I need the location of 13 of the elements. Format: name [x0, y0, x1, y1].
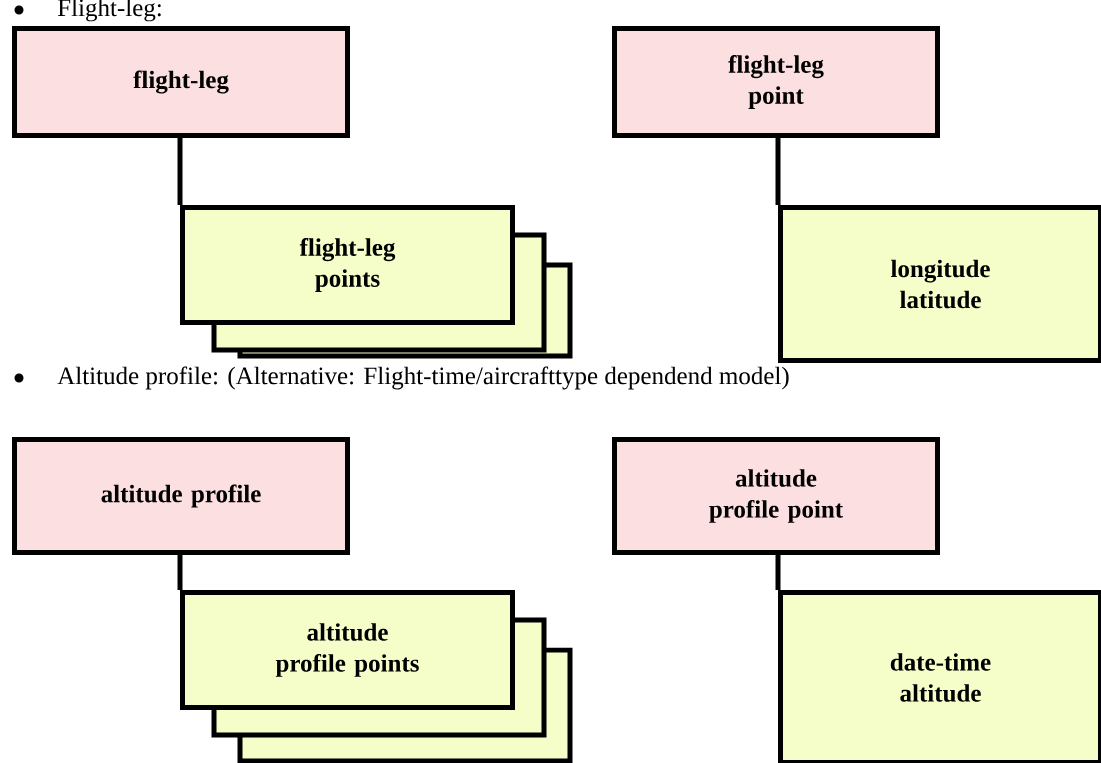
- connector-line: [177, 555, 183, 590]
- entity-box: altitude profile point: [612, 437, 940, 555]
- entity-box: flight-leg: [12, 26, 350, 138]
- entity-box: altitude profile: [12, 437, 350, 555]
- stacked-box: altitude profile points: [180, 590, 573, 763]
- bullet-text: Altitude profile: (Alternative: Flight-time/aircrafttype dependend model): [57, 366, 789, 390]
- attribute-box: longitude latitude: [778, 205, 1101, 363]
- connector-line: [775, 138, 781, 205]
- stacked-box: flight-leg points: [180, 205, 573, 359]
- connector-line: [775, 555, 781, 590]
- connector-line: [177, 138, 183, 205]
- entity-box: flight-leg point: [612, 26, 940, 138]
- attribute-box: date-time altitude: [778, 590, 1101, 763]
